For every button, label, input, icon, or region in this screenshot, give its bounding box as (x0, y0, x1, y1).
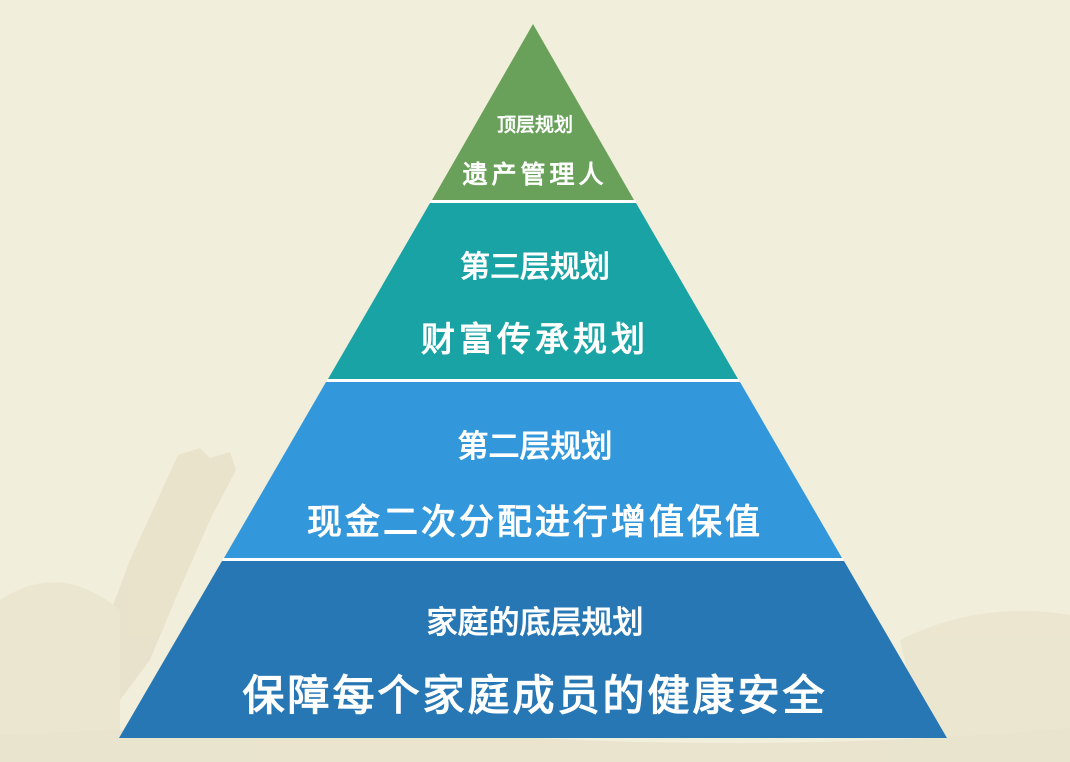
pyramid-tier-second (224, 382, 842, 558)
tier-base-subtitle: 保障每个家庭成员的健康安全 (242, 671, 828, 720)
pyramid-tier-top (432, 24, 634, 200)
tier-second-title: 第二层规划 (457, 429, 613, 465)
tier-separators (223, 200, 843, 561)
tier-base-title: 家庭的底层规划 (426, 605, 644, 641)
pyramid-tier-base (119, 561, 947, 738)
tier-third-subtitle: 财富传承规划 (421, 320, 649, 360)
background-artwork (0, 448, 1070, 762)
background-wall-silhouette (100, 448, 236, 700)
background-mountain-left (0, 582, 120, 762)
tier-top-title: 顶层规划 (496, 114, 573, 136)
tier-third-title: 第三层规划 (460, 250, 610, 285)
pyramid-tier-third (328, 203, 738, 379)
tier-second-subtitle: 现金二次分配进行增值保值 (306, 503, 763, 543)
tier-top-subtitle: 遗产管理人 (462, 160, 608, 189)
background-mountain-right (900, 610, 1070, 762)
